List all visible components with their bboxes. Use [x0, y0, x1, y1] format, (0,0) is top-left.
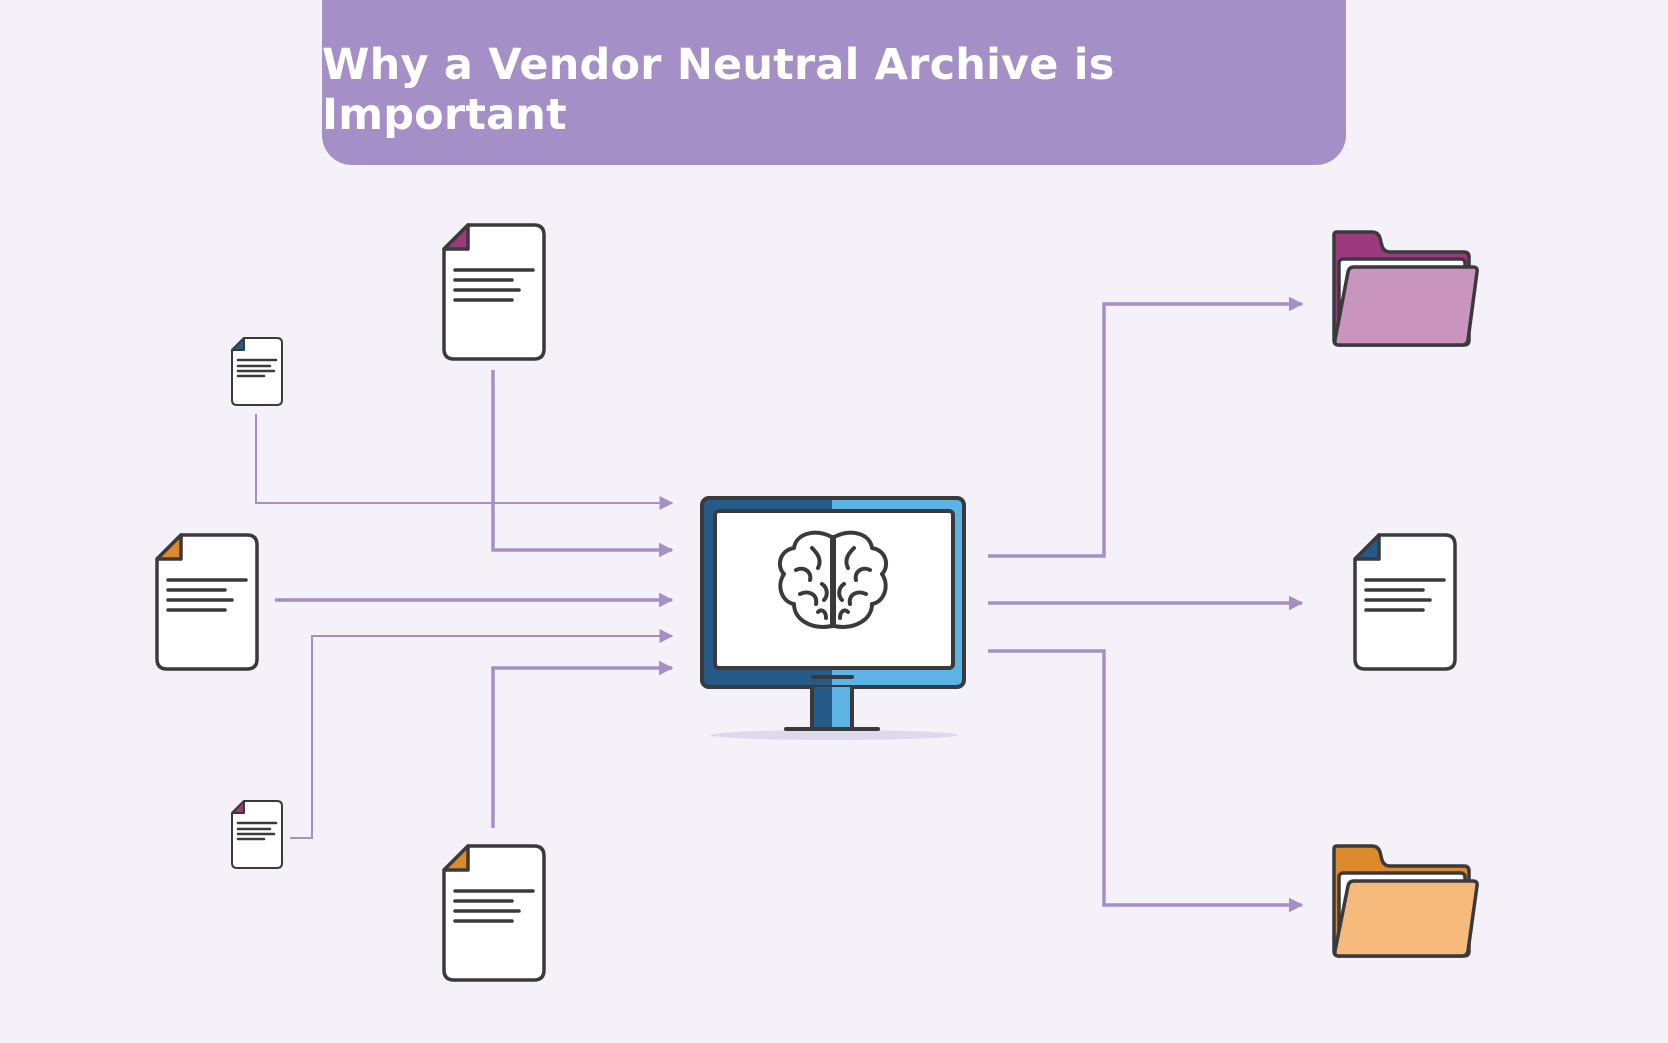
page-title: Why a Vendor Neutral Archive is Importan…: [322, 39, 1115, 140]
connector-large-doc-bottom: [491, 660, 674, 828]
output-connectors: [988, 296, 1304, 913]
large-document-icon-bottom: [442, 844, 546, 982]
connector-small-doc-top: [255, 414, 674, 510]
connector-large-doc-top: [491, 370, 674, 558]
input-documents: [155, 223, 546, 982]
document-icon-output: [1353, 533, 1457, 671]
monitor-shadow: [710, 730, 958, 740]
outputs: [1332, 230, 1479, 958]
title-banner: Why a Vendor Neutral Archive is Importan…: [322, 0, 1346, 165]
small-document-icon-bottom: [231, 800, 283, 869]
input-connectors: [255, 370, 674, 839]
folder-icon-bottom: [1332, 844, 1479, 958]
connector-to-folder-top: [988, 296, 1304, 558]
connector-small-doc-bottom: [290, 629, 674, 839]
connector-to-folder-bottom: [988, 649, 1304, 913]
large-document-icon-middle: [155, 533, 259, 671]
small-document-icon-top: [231, 337, 283, 406]
brain-icon: [777, 530, 889, 629]
folder-icon-top: [1332, 230, 1479, 347]
monitor-brain-icon: [700, 496, 966, 740]
large-document-icon-top: [442, 223, 546, 361]
